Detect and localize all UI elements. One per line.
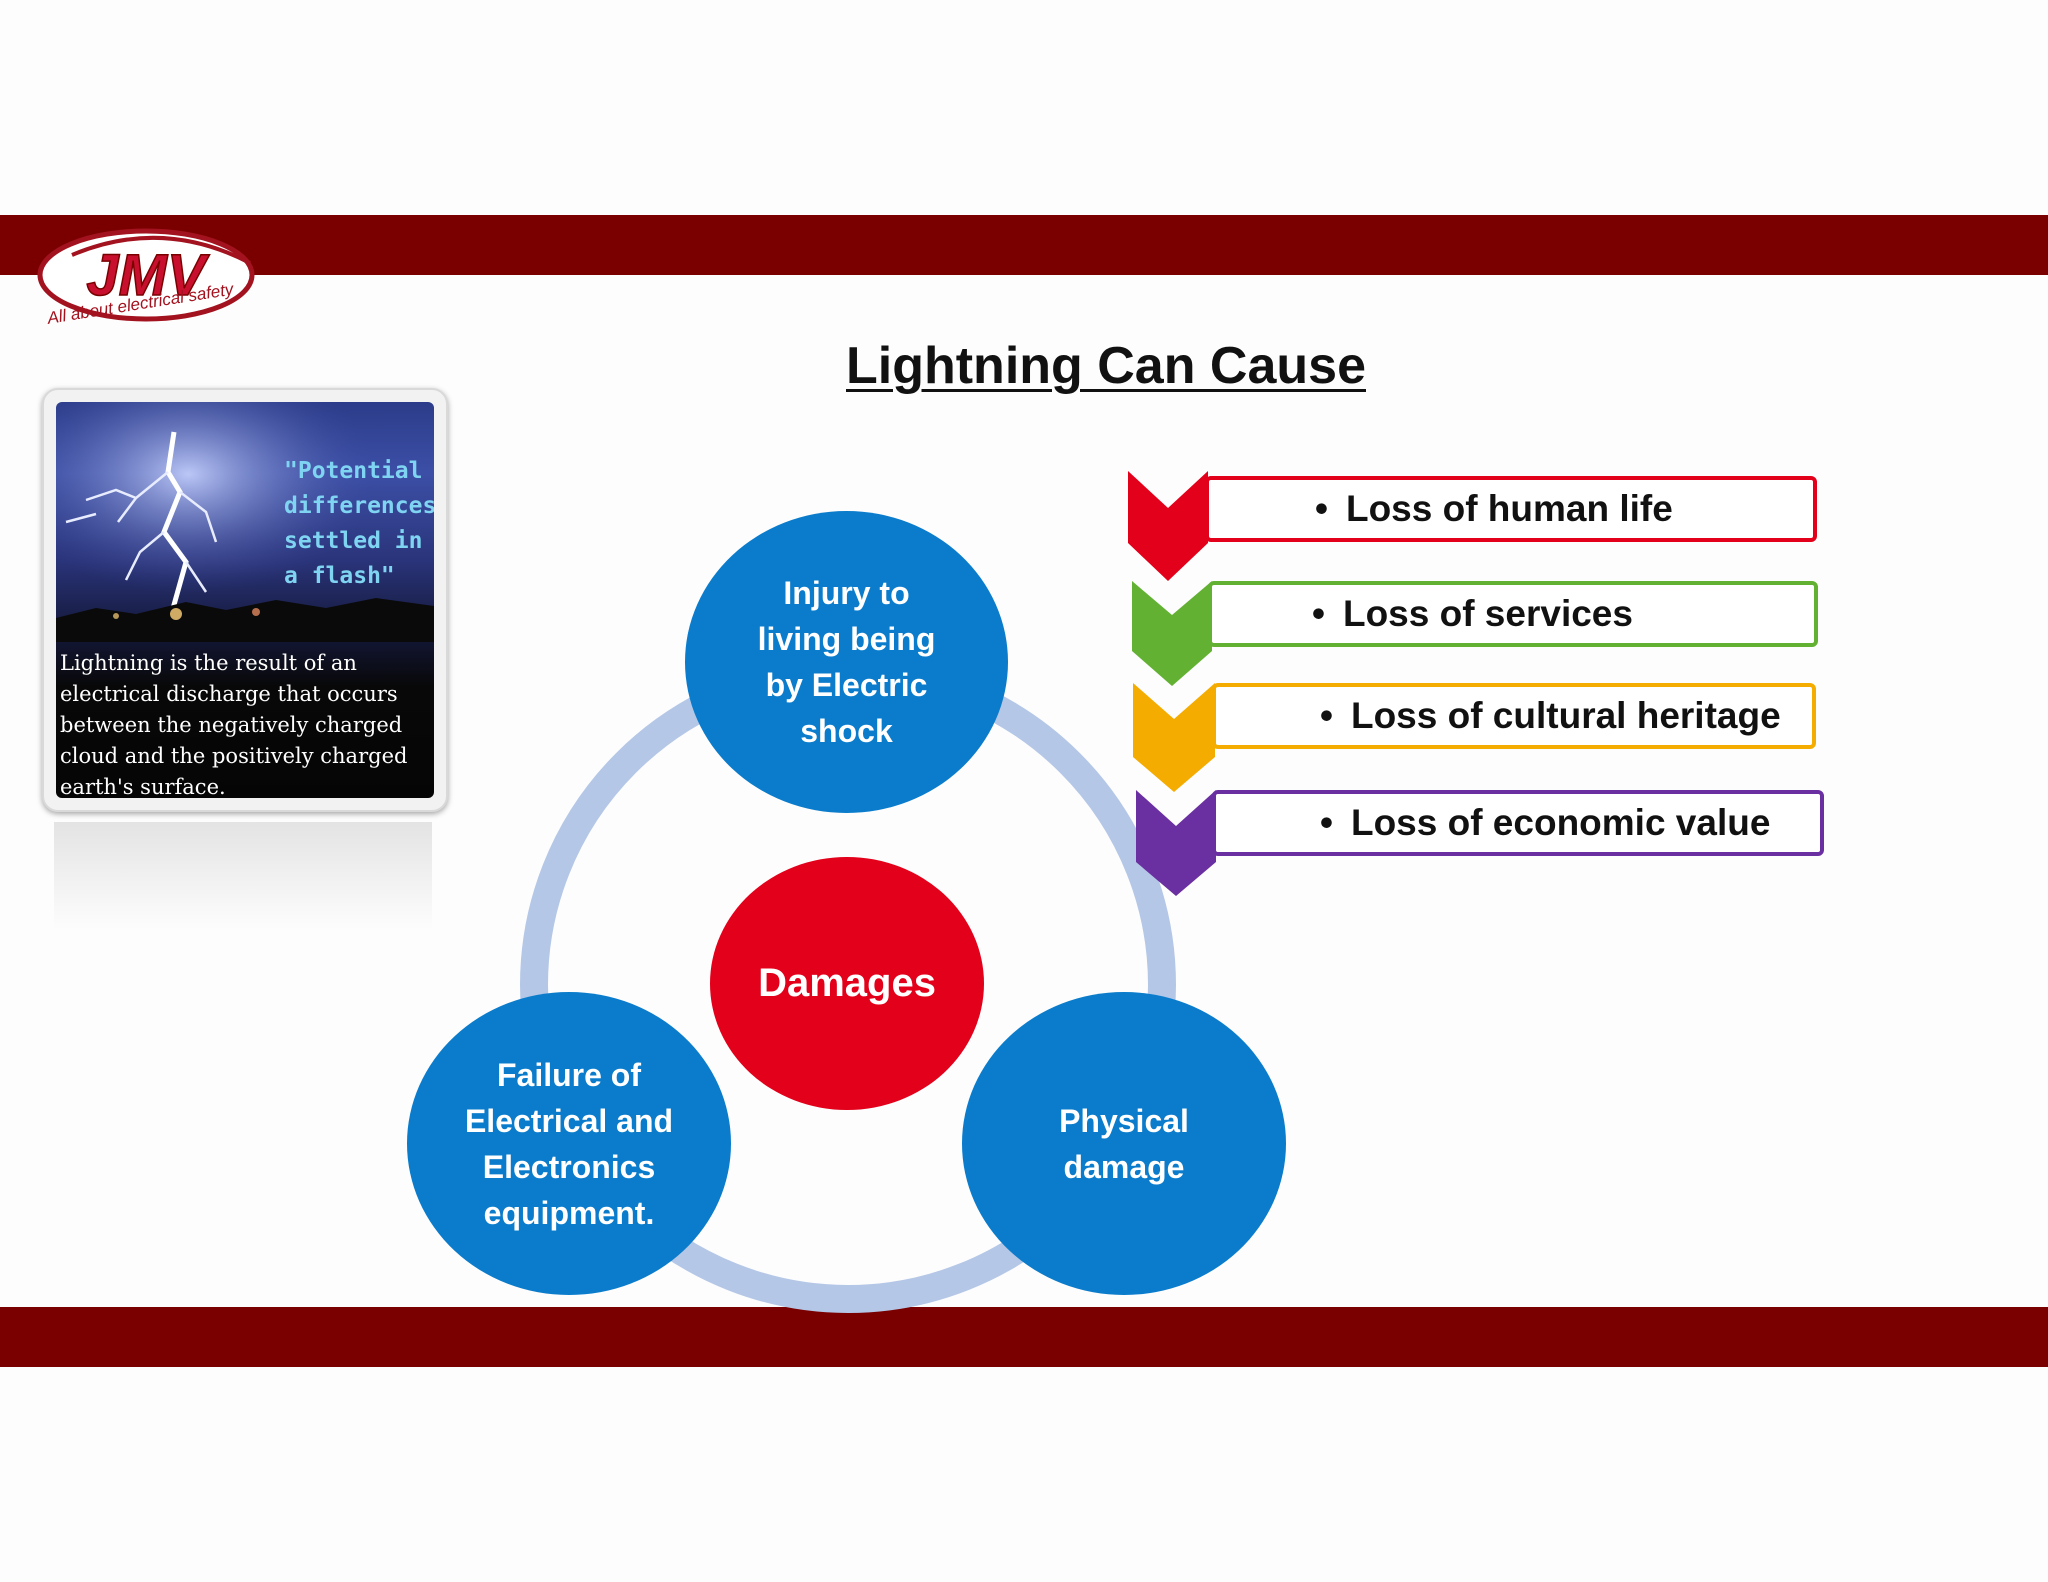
- chevron-icon: [1136, 790, 1216, 896]
- logo-graphic: JMV: [37, 228, 255, 322]
- logo-brand: JMV: [86, 243, 210, 308]
- injury-circle: Injury to living being by Electric shock: [685, 511, 1008, 813]
- lightning-photo-card: "Potential differences settled in a flas…: [42, 388, 448, 812]
- chevron-icon: [1128, 471, 1208, 581]
- loss-item-economic-value: Loss of economic value: [1212, 790, 1824, 856]
- quote-line: a flash": [284, 563, 395, 589]
- top-band: [0, 215, 2048, 275]
- quote-line: "Potential: [284, 458, 423, 484]
- jmv-logo: JMV All about electrical safety: [32, 225, 262, 355]
- photo-reflection: Lightning is the result of an electrical…: [54, 822, 432, 930]
- loss-label: Loss of cultural heritage: [1320, 695, 1781, 737]
- loss-label: Loss of human life: [1315, 488, 1673, 530]
- bottom-band: [0, 1307, 2048, 1367]
- photo-caption: Lightning is the result of an electrical…: [60, 651, 408, 798]
- chevron-icon: [1133, 683, 1215, 792]
- loss-item-services: Loss of services: [1208, 581, 1818, 647]
- loss-item-human-life: Loss of human life: [1205, 476, 1817, 542]
- equipment-failure-label: Failure of Electrical and Electronics eq…: [464, 1056, 674, 1231]
- lightning-photo: "Potential differences settled in a flas…: [56, 402, 434, 798]
- physical-damage-label: Physical damage: [1059, 1102, 1189, 1185]
- loss-label: Loss of services: [1312, 593, 1633, 635]
- quote-line: settled in: [284, 528, 423, 554]
- injury-label: Injury to living being by Electric shock: [757, 575, 936, 749]
- physical-damage-circle: Physical damage: [962, 992, 1286, 1295]
- lightning-bolt-icon: [56, 402, 434, 642]
- equipment-failure-circle: Failure of Electrical and Electronics eq…: [407, 992, 731, 1295]
- damages-circle: Damages: [710, 857, 984, 1110]
- chevron-icon: [1132, 581, 1212, 686]
- loss-label: Loss of economic value: [1320, 802, 1770, 844]
- quote-line: differences: [284, 493, 434, 519]
- page-title: Lightning Can Cause: [846, 337, 1366, 395]
- damages-label: Damages: [758, 961, 936, 1005]
- photo-quote: "Potential differences settled in a flas…: [284, 454, 434, 594]
